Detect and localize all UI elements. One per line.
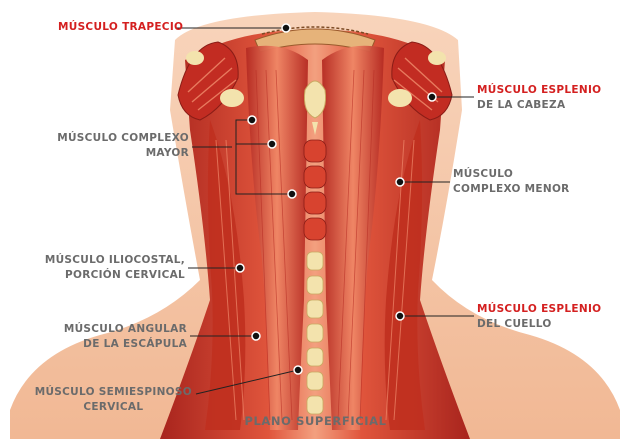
label-musculo-iliocostal: MÚSCULO ILIOCOSTAL, PORCIÓN CERVICAL bbox=[44, 254, 185, 281]
label-musculo-trapecio: MÚSCULO TRAPECIO bbox=[58, 21, 184, 33]
leader-lines bbox=[176, 27, 474, 395]
label-musculo-semiespinoso: MÚSCULO SEMIESPINOSO CERVICAL bbox=[34, 386, 192, 413]
label-musculo-esplenio-cabeza: MÚSCULO ESPLENIO DE LA CABEZA bbox=[477, 84, 602, 111]
leader-complexo-mayor-bracket bbox=[235, 119, 292, 195]
dot-complexo-mayor-3 bbox=[287, 189, 297, 199]
complexo-mayor-columns bbox=[246, 45, 384, 430]
dot-complexo-mayor-2 bbox=[267, 139, 277, 149]
outer-neck-muscles bbox=[205, 120, 425, 430]
dot-trapecio bbox=[281, 23, 291, 33]
dot-angular bbox=[251, 331, 261, 341]
label-musculo-complexo-mayor: MÚSCULO COMPLEXO MAYOR bbox=[57, 132, 189, 159]
label-musculo-complexo-menor: MÚSCULO COMPLEXO MENOR bbox=[453, 168, 570, 195]
cervical-spine bbox=[303, 80, 327, 415]
bone-processes bbox=[186, 51, 446, 107]
trapecio-band bbox=[254, 26, 376, 53]
dot-iliocostal bbox=[235, 263, 245, 273]
dot-esplenio-cabeza bbox=[427, 92, 437, 102]
caption-plano-superficial: PLANO SUPERFICIAL bbox=[244, 414, 387, 428]
dot-complexo-menor bbox=[395, 177, 405, 187]
label-musculo-angular: MÚSCULO ANGULAR DE LA ESCÁPULA bbox=[63, 323, 187, 350]
dot-semiespinoso bbox=[293, 365, 303, 375]
leader-semiespinoso bbox=[195, 369, 299, 395]
dot-esplenio-cuello bbox=[395, 311, 405, 321]
vertebrae bbox=[303, 139, 327, 415]
marker-dots bbox=[235, 23, 437, 375]
label-musculo-esplenio-cuello: MÚSCULO ESPLENIO DEL CUELLO bbox=[477, 303, 602, 330]
dot-complexo-mayor-1 bbox=[247, 115, 257, 125]
